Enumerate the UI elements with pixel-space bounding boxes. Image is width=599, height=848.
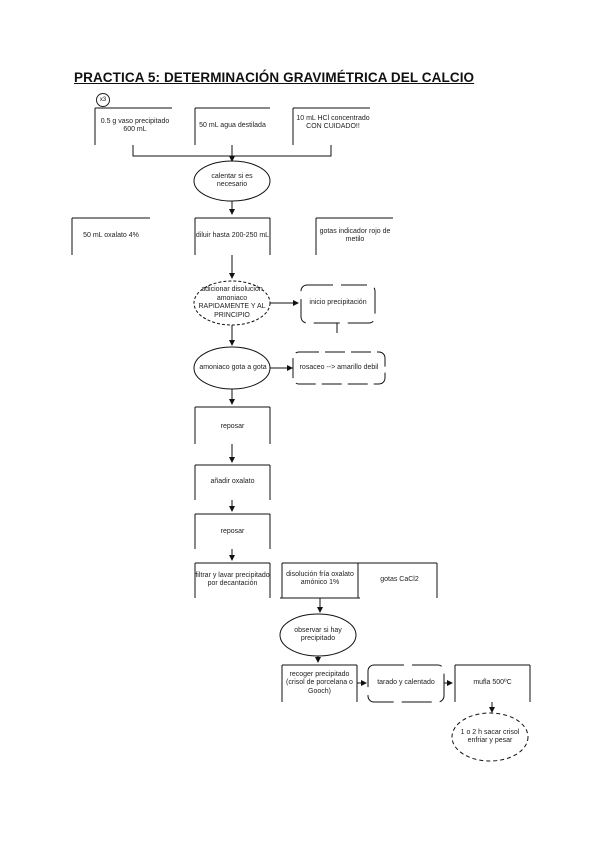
box-indicator: [315, 217, 393, 255]
box-oxalate: [71, 217, 150, 255]
step-final: 1 o 2 h sacar crisol enfriar y pesar: [460, 728, 520, 745]
step-ammonia-add: adicionar disolución amoniaco RAPIDAMENT…: [198, 286, 266, 319]
box-rest1: [194, 406, 271, 444]
box-precip-start: [300, 284, 376, 324]
box-add-oxalate: [194, 464, 271, 500]
page-title: PRACTICA 5: DETERMINACIÓN GRAVIMÉTRICA D…: [74, 70, 475, 85]
repeat-badge: x3: [96, 93, 110, 107]
step-precip-start: inicio precipitación: [309, 298, 367, 306]
step-muffle: mufla 500ºC: [473, 678, 512, 686]
step-indicator: gotas indicador rojo de metilo: [319, 227, 391, 244]
ellipse-final: [451, 712, 529, 762]
box-color-change: [292, 351, 386, 385]
step-wash-solution: disolución fría oxalato amónico 1%: [286, 570, 354, 587]
step-color-change: rosaceo --> amarillo debil: [299, 363, 379, 371]
box-hcl: [292, 107, 370, 145]
box-sample: [94, 107, 172, 145]
step-rest1: reposar: [220, 422, 245, 430]
box-wash: [281, 562, 358, 598]
step-oxalate: 50 mL oxalato 4%: [83, 231, 139, 239]
step-heat: calentar si es necesario: [211, 172, 253, 189]
step-tare: tarado y calentado: [377, 678, 435, 686]
step-water: 50 mL agua destilada: [199, 121, 266, 129]
step-ammonia-drop: amoniaco gota a gota: [199, 363, 267, 371]
box-water: [194, 107, 270, 145]
step-observe: observar si hay precipitado: [294, 626, 342, 643]
step-filter: filtrar y lavar precipitado por decantac…: [195, 571, 270, 588]
step-rest2: reposar: [220, 527, 245, 535]
step-dilute: diluir hasta 200-250 mL: [195, 231, 270, 239]
box-rest2: [194, 513, 271, 549]
box-filter: [194, 562, 271, 598]
box-muffle: [454, 664, 531, 702]
step-hcl: 10 mL HCl concentrado CON CUIDADO!!: [296, 114, 370, 131]
box-cacl2: [357, 562, 438, 598]
step-collect: recoger precipitado (crisol de porcelana…: [286, 670, 353, 695]
step-add-oxalate: añadir oxalato: [210, 477, 255, 485]
box-dilute: [194, 217, 271, 255]
step-sample: 0.5 g vaso precipitado 600 mL: [100, 117, 170, 134]
step-cacl2: gotas CaCl2: [380, 575, 419, 583]
